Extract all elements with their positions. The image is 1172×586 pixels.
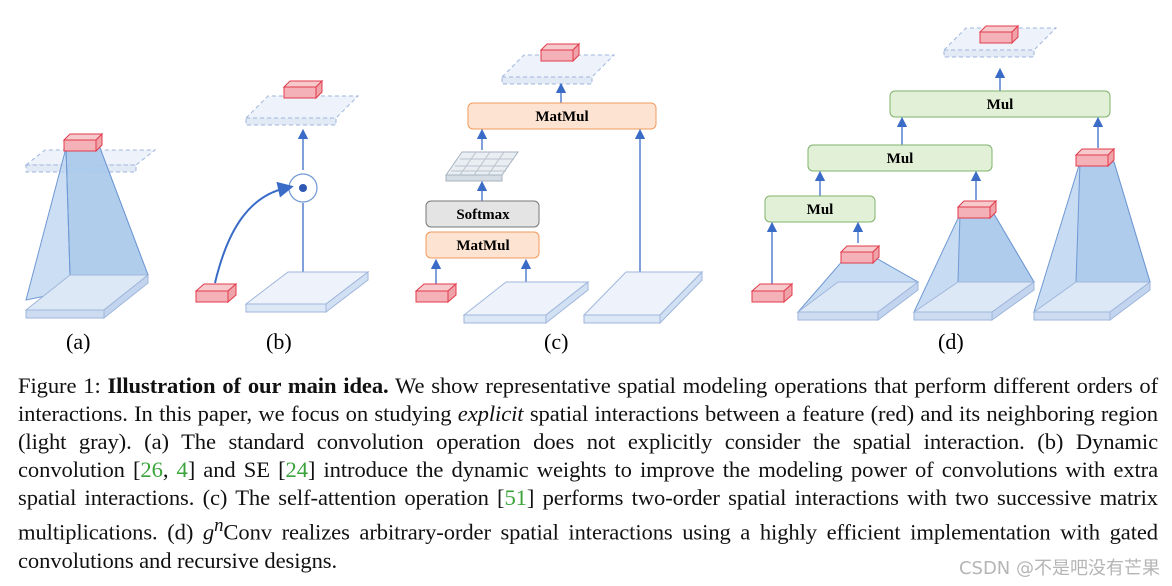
- matmul-bottom-label: MatMul: [456, 238, 509, 254]
- pyramid-large: [1032, 147, 1152, 321]
- matmul-top-op: [467, 102, 657, 130]
- mul-label-3: Mul: [987, 97, 1014, 113]
- output-red-cube: [978, 24, 1020, 45]
- caption-text-2: spatial interactions between a feature (…: [18, 401, 1158, 482]
- caption-text-4: ] introduce the dynamic weights to impro…: [18, 457, 1158, 510]
- matmul-bottom-op: [425, 231, 540, 259]
- output-red-cube: [282, 79, 324, 100]
- subfigure-label-a: (a): [66, 329, 90, 354]
- attention-map: [445, 151, 519, 182]
- softmax-op: [425, 200, 540, 228]
- softmax-label: Softmax: [456, 207, 510, 223]
- mul-op-2: [807, 144, 993, 172]
- feature-red-cube: [62, 132, 104, 153]
- subfigure-c: MatMul Softmax MatMul: [414, 42, 704, 354]
- caption-text-5: ] performs two-order spatial interaction…: [18, 485, 1158, 545]
- mul-op-1: [764, 195, 876, 223]
- citation-link[interactable]: 24: [285, 457, 309, 482]
- gnconv-n: n: [214, 515, 224, 536]
- input-red-cube: [194, 282, 238, 304]
- pyramid-medium: [912, 199, 1036, 321]
- caption-text-1: We show representative spatial modeling …: [18, 373, 1158, 426]
- mul-label-2: Mul: [887, 151, 914, 167]
- watermark: CSDN @不是吧没有芒果: [956, 554, 1162, 580]
- mul-label-1: Mul: [807, 202, 834, 218]
- figure-caption: Figure 1: Illustration of our main idea.…: [18, 372, 1158, 575]
- matmul-top-label: MatMul: [535, 109, 588, 125]
- caption-text-3: ] and SE [: [187, 457, 286, 482]
- mul-op-3: [889, 90, 1111, 118]
- figure-illustration: (a) (b) M: [24, 24, 1152, 354]
- citation-link[interactable]: 51: [504, 485, 527, 510]
- caption-title: Illustration of our main idea.: [107, 373, 389, 398]
- caption-italic: explicit: [457, 401, 524, 426]
- input-red-cube: [750, 282, 794, 304]
- input-red-cube: [414, 282, 458, 304]
- caption-text-6: Conv realizes arbitrary-order spatial in…: [18, 519, 1159, 573]
- citation-link[interactable]: 26: [140, 457, 163, 482]
- gnconv-g: g: [202, 519, 215, 545]
- pyramid-small: [796, 244, 920, 321]
- subfigure-a: (a): [24, 132, 157, 354]
- output-red-cube: [539, 42, 581, 63]
- figure-label: Figure 1:: [18, 373, 101, 398]
- subfigure-d: Mul Mul Mul: [750, 24, 1152, 354]
- subfigure-label-d: (d): [938, 329, 964, 354]
- caption-separator: ,: [162, 457, 177, 482]
- subfigure-b: (b): [194, 79, 370, 354]
- subfigure-label-b: (b): [266, 329, 292, 354]
- citation-link[interactable]: 4: [176, 457, 188, 482]
- subfigure-label-c: (c): [544, 329, 568, 354]
